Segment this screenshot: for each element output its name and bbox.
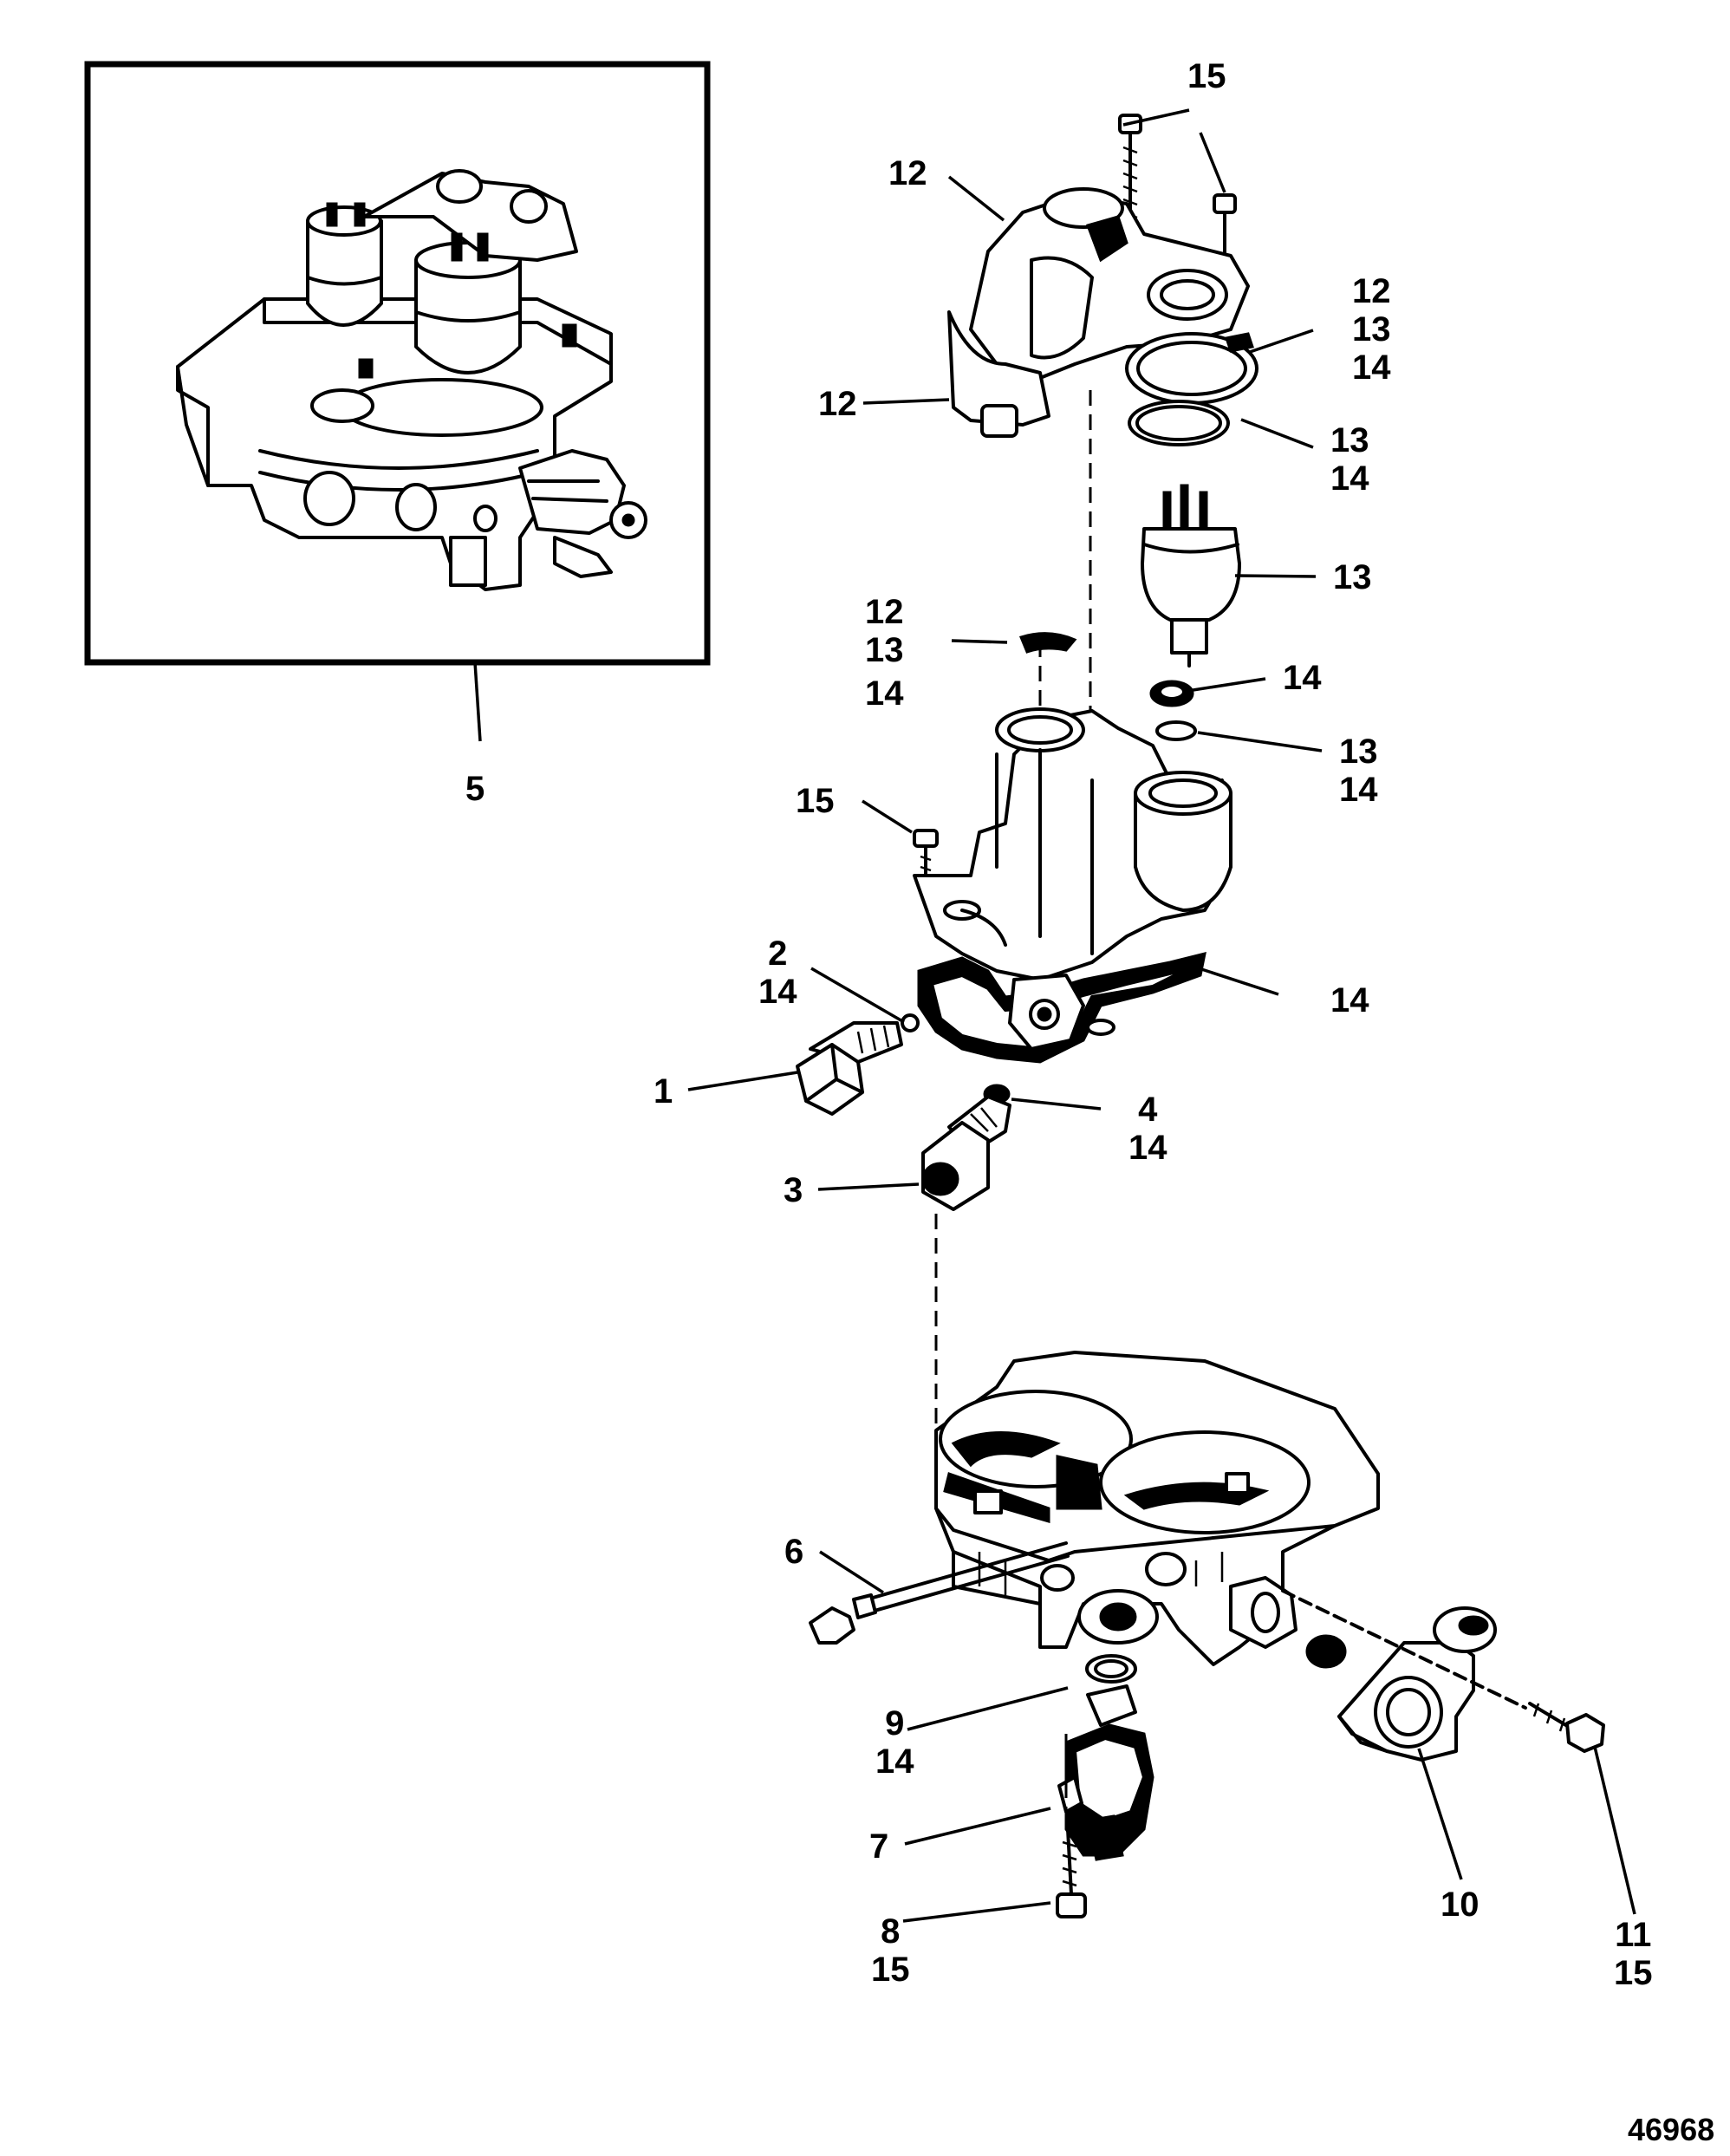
callout-12-b: 12 bbox=[818, 385, 857, 423]
fuel-outlet-fitting bbox=[921, 1084, 1011, 1211]
callout-15-top: 15 bbox=[1187, 57, 1226, 95]
o-ring-large bbox=[1128, 400, 1230, 446]
callout-5: 5 bbox=[465, 770, 485, 808]
tps-screw bbox=[1528, 1702, 1605, 1753]
inset-assembled-throttle-body bbox=[84, 61, 711, 666]
idle-air-control-valve bbox=[1057, 1654, 1154, 1861]
fuel-inlet-fitting bbox=[796, 1013, 920, 1116]
iac-screw bbox=[1056, 1734, 1087, 1918]
callout-3: 3 bbox=[784, 1171, 803, 1209]
figure-reference-number: 46968 bbox=[1628, 2112, 1715, 2147]
leader-lines bbox=[687, 108, 1636, 1923]
callout-1: 1 bbox=[654, 1072, 673, 1111]
small-gasket bbox=[1018, 632, 1077, 654]
inset-frame bbox=[84, 61, 711, 666]
fuel-injector bbox=[1141, 484, 1241, 668]
callout-13: 13 bbox=[1333, 558, 1372, 596]
callout-7: 7 bbox=[869, 1827, 889, 1866]
callout-10: 10 bbox=[1441, 1886, 1480, 1924]
leader-5 bbox=[473, 661, 482, 742]
callout-6: 6 bbox=[784, 1533, 804, 1571]
o-ring-small bbox=[1155, 720, 1197, 741]
callout-15-mid: 15 bbox=[796, 782, 835, 820]
throttle-shaft-pin bbox=[809, 1541, 1070, 1645]
throttle-position-sensor bbox=[1281, 1589, 1527, 1762]
callout-14-b: 14 bbox=[1330, 981, 1369, 1019]
fuel-meter-body bbox=[913, 707, 1232, 1064]
callout-12-a: 12 bbox=[888, 154, 927, 192]
throttle-body bbox=[934, 1351, 1380, 1666]
callout-14-a: 14 bbox=[1283, 659, 1322, 697]
